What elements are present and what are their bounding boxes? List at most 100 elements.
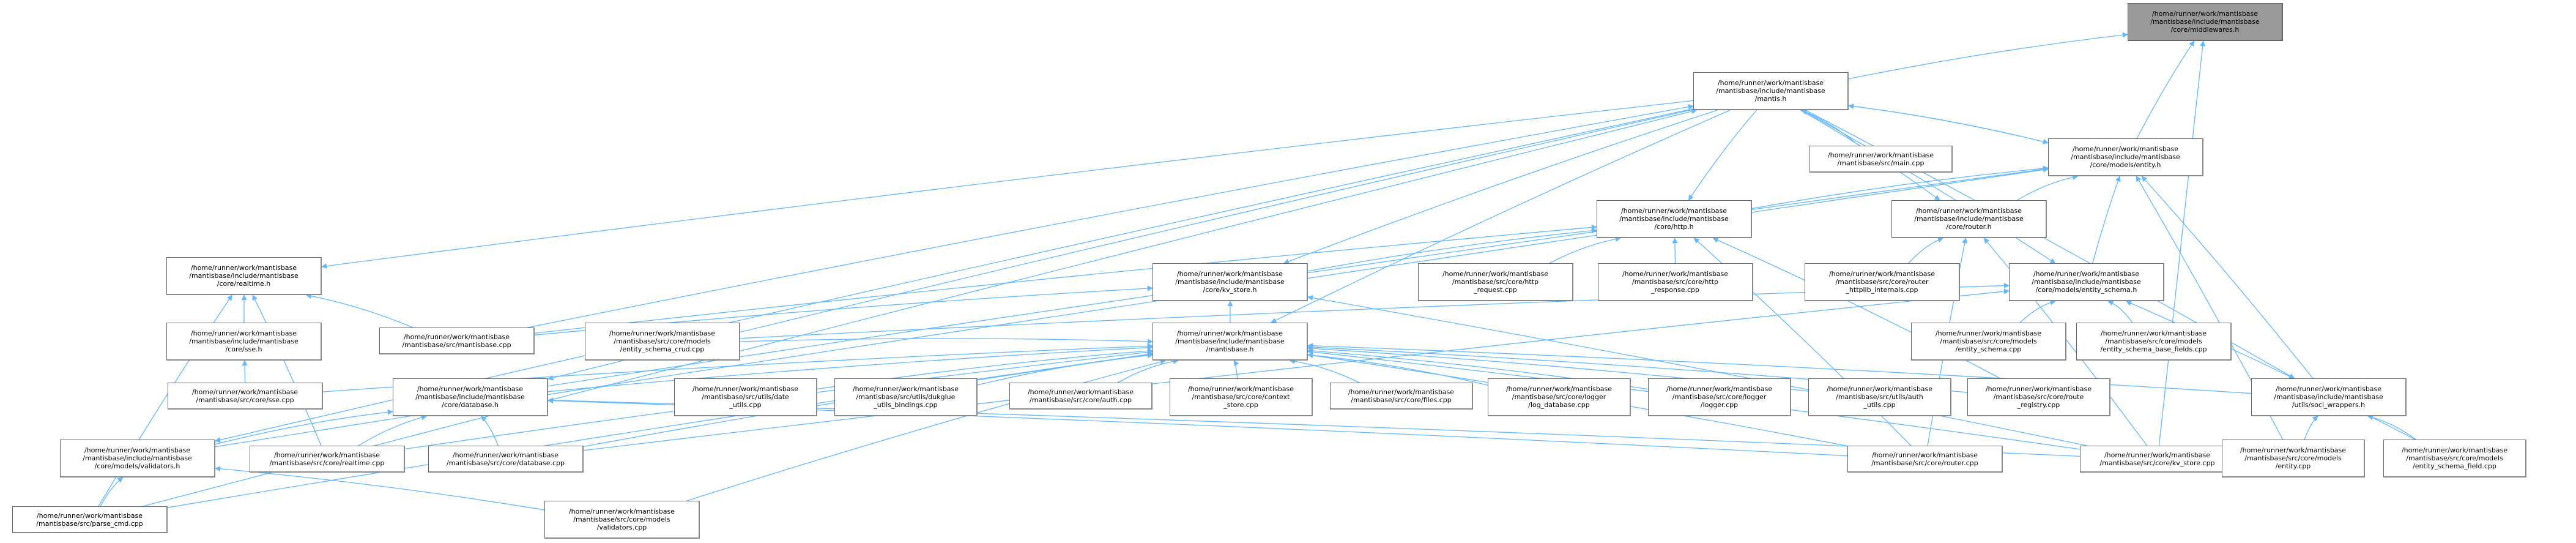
- node-label: /home/runner/work/mantisbase /mantisbase…: [2099, 451, 2215, 467]
- graph-node-router-h[interactable]: /home/runner/work/mantisbase /mantisbase…: [1891, 200, 2047, 238]
- graph-node-kv-store-h[interactable]: /home/runner/work/mantisbase /mantisbase…: [1153, 263, 1308, 301]
- node-label: /home/runner/work/mantisbase /mantisbase…: [2240, 446, 2347, 470]
- edge-kv-store-cpp-to-middlewares-h: [2158, 40, 2206, 446]
- edge-parse-cmd-cpp-to-mantis-h: [143, 108, 1698, 507]
- edge-mantis-h-to-entity-schema-h: [1802, 110, 2056, 264]
- edge-files-cpp-to-mantisbase-h: [1289, 358, 1360, 383]
- edge-parse-cmd-cpp-to-validators-h: [100, 477, 124, 507]
- edge-mantisbase-cpp-to-realtime-h: [305, 293, 414, 328]
- graph-node-context-store-cpp[interactable]: /home/runner/work/mantisbase /mantisbase…: [1170, 378, 1313, 416]
- graph-node-sse-cpp[interactable]: /home/runner/work/mantisbase /mantisbase…: [168, 383, 323, 410]
- edge-router-httplib-cpp-to-router-h: [1908, 237, 1944, 264]
- graph-node-database-h[interactable]: /home/runner/work/mantisbase /mantisbase…: [393, 378, 548, 416]
- edge-entity-h-to-mantis-h: [1848, 103, 2049, 143]
- graph-node-realtime-cpp[interactable]: /home/runner/work/mantisbase /mantisbase…: [250, 446, 405, 473]
- node-label: /home/runner/work/mantisbase /mantisbase…: [1622, 270, 1729, 294]
- node-label: /home/runner/work/mantisbase /mantisbase…: [1442, 270, 1549, 294]
- node-label: /home/runner/work/mantisbase /mantisbase…: [1175, 329, 1285, 353]
- graph-node-entity-schema-field-cpp[interactable]: /home/runner/work/mantisbase /mantisbase…: [2383, 440, 2526, 477]
- edge-log-database-cpp-to-mantisbase-h: [1307, 352, 1488, 386]
- edge-entity-schema-cpp-to-entity-schema-h: [2019, 299, 2056, 323]
- graph-node-http-h[interactable]: /home/runner/work/mantisbase /mantisbase…: [1597, 200, 1752, 238]
- node-label: /home/runner/work/mantisbase /mantisbase…: [1871, 451, 1978, 467]
- graph-node-http-response-cpp[interactable]: /home/runner/work/mantisbase /mantisbase…: [1598, 263, 1753, 301]
- edge-entity-schema-field-cpp-to-soci-wrappers-h: [2367, 414, 2416, 440]
- node-label: /home/runner/work/mantisbase /mantisbase…: [1826, 385, 1933, 409]
- graph-node-router-cpp[interactable]: /home/runner/work/mantisbase /mantisbase…: [1847, 446, 2003, 473]
- graph-node-log-database-cpp[interactable]: /home/runner/work/mantisbase /mantisbase…: [1488, 378, 1631, 416]
- graph-node-validators-h[interactable]: /home/runner/work/mantisbase /mantisbase…: [60, 440, 215, 477]
- node-label: /home/runner/work/mantisbase /mantisbase…: [692, 385, 799, 409]
- edge-database-cpp-to-entity-schema-h: [583, 288, 2010, 451]
- node-label: /home/runner/work/mantisbase /mantisbase…: [1187, 385, 1294, 409]
- graph-node-mantisbase-h[interactable]: /home/runner/work/mantisbase /mantisbase…: [1153, 323, 1308, 361]
- graph-node-entity-schema-base-fields-cpp[interactable]: /home/runner/work/mantisbase /mantisbase…: [2076, 323, 2232, 361]
- node-label: /home/runner/work/mantisbase /mantisbase…: [189, 264, 299, 288]
- edge-context-store-cpp-to-mantisbase-h: [1233, 360, 1239, 379]
- node-label: /home/runner/work/mantisbase /mantisbase…: [1027, 388, 1134, 404]
- graph-node-files-cpp[interactable]: /home/runner/work/mantisbase /mantisbase…: [1330, 383, 1473, 410]
- graph-node-http-request-cpp[interactable]: /home/runner/work/mantisbase /mantisbase…: [1418, 263, 1573, 301]
- edge-realtime-cpp-to-database-h: [358, 414, 428, 446]
- edge-mantisbase-cpp-to-mantis-h: [527, 104, 1694, 328]
- graph-node-main-cpp[interactable]: /home/runner/work/mantisbase /mantisbase…: [1810, 146, 1953, 173]
- graph-node-entity-schema-crud-cpp[interactable]: /home/runner/work/mantisbase /mantisbase…: [585, 323, 740, 361]
- edge-kv-store-cpp-to-kv-store-h: [1307, 295, 2087, 446]
- graph-node-kv-store-cpp[interactable]: /home/runner/work/mantisbase /mantisbase…: [2080, 446, 2235, 473]
- graph-node-parse-cmd-cpp[interactable]: /home/runner/work/mantisbase /mantisbase…: [12, 506, 168, 533]
- graph-node-entity-schema-cpp[interactable]: /home/runner/work/mantisbase /mantisbase…: [1911, 323, 2066, 361]
- edge-validators-cpp-to-mantisbase-h: [686, 359, 1166, 501]
- node-label: /home/runner/work/mantisbase /mantisbase…: [191, 388, 299, 404]
- edge-entity-schema-crud-cpp-to-mantisbase-h: [740, 338, 1153, 345]
- edge-dukglue-cpp-to-mantisbase-h: [977, 353, 1153, 386]
- node-label: /home/runner/work/mantisbase /mantisbase…: [83, 446, 192, 470]
- graph-node-route-registry-cpp[interactable]: /home/runner/work/mantisbase /mantisbase…: [1967, 378, 2110, 416]
- graph-node-dukglue-cpp[interactable]: /home/runner/work/mantisbase /mantisbase…: [834, 378, 978, 416]
- node-label: /home/runner/work/mantisbase /mantisbase…: [568, 507, 675, 531]
- graph-node-mantis-h[interactable]: /home/runner/work/mantisbase /mantisbase…: [1693, 72, 1849, 110]
- edge-mantisbase-cpp-to-http-h: [534, 224, 1597, 334]
- node-label: /home/runner/work/mantisbase /mantisbase…: [36, 511, 143, 528]
- node-label: /home/runner/work/mantisbase /mantisbase…: [447, 451, 565, 467]
- edge-http-response-cpp-to-http-h: [1672, 238, 1678, 264]
- node-label: /home/runner/work/mantisbase /mantisbase…: [1935, 329, 2042, 353]
- edge-kv-store-h-to-http-h: [1307, 228, 1597, 272]
- node-label: /home/runner/work/mantisbase /mantisbase…: [2150, 10, 2260, 34]
- graph-node-sse-h[interactable]: /home/runner/work/mantisbase /mantisbase…: [166, 323, 322, 361]
- node-label: /home/runner/work/mantisbase /mantisbase…: [2274, 385, 2383, 409]
- graph-node-date-utils-cpp[interactable]: /home/runner/work/mantisbase /mantisbase…: [674, 378, 817, 416]
- edge-mantis-h-to-entity-h: [1848, 105, 2049, 144]
- graph-node-middlewares-h[interactable]: /home/runner/work/mantisbase /mantisbase…: [2128, 3, 2283, 41]
- graph-node-router-httplib-cpp[interactable]: /home/runner/work/mantisbase /mantisbase…: [1805, 263, 1960, 301]
- edge-entity-schema-h-to-entity-h: [2092, 176, 2121, 264]
- graph-node-entity-cpp[interactable]: /home/runner/work/mantisbase /mantisbase…: [2222, 440, 2365, 477]
- edge-database-cpp-to-database-h: [481, 416, 499, 446]
- node-label: /home/runner/work/mantisbase /mantisbase…: [1985, 385, 2092, 409]
- graph-node-logger-cpp[interactable]: /home/runner/work/mantisbase /mantisbase…: [1648, 378, 1791, 416]
- graph-node-entity-h[interactable]: /home/runner/work/mantisbase /mantisbase…: [2048, 138, 2203, 176]
- graph-node-auth-utils-cpp[interactable]: /home/runner/work/mantisbase /mantisbase…: [1808, 378, 1951, 416]
- edge-parse-cmd-cpp-to-mantisbase-h: [167, 351, 1153, 508]
- edge-auth-cpp-to-mantisbase-h: [1117, 358, 1179, 383]
- graph-node-database-cpp[interactable]: /home/runner/work/mantisbase /mantisbase…: [428, 446, 584, 473]
- edge-realtime-cpp-to-realtime-h: [252, 294, 322, 446]
- node-label: /home/runner/work/mantisbase /mantisbase…: [1619, 207, 1729, 231]
- node-label: /home/runner/work/mantisbase /mantisbase…: [2032, 270, 2141, 294]
- edge-mantis-h-to-mantisbase-h: [1271, 110, 1731, 323]
- node-label: /home/runner/work/mantisbase /mantisbase…: [1914, 207, 2024, 231]
- node-label: /home/runner/work/mantisbase /mantisbase…: [2071, 145, 2180, 169]
- edge-soci-wrappers-h-to-entity-h: [2141, 176, 2314, 379]
- node-label: /home/runner/work/mantisbase /mantisbase…: [1828, 270, 1936, 294]
- node-label: /home/runner/work/mantisbase /mantisbase…: [609, 329, 716, 353]
- node-label: /home/runner/work/mantisbase /mantisbase…: [852, 385, 959, 409]
- edge-entity-cpp-to-soci-wrappers-h: [2304, 416, 2318, 440]
- graph-node-auth-cpp[interactable]: /home/runner/work/mantisbase /mantisbase…: [1009, 383, 1153, 410]
- graph-node-soci-wrappers-h[interactable]: /home/runner/work/mantisbase /mantisbase…: [2251, 378, 2407, 416]
- graph-node-validators-cpp[interactable]: /home/runner/work/mantisbase /mantisbase…: [544, 501, 700, 539]
- edge-entity-schema-base-fields-cpp-to-entity-schema-h: [2107, 300, 2133, 323]
- graph-node-realtime-h[interactable]: /home/runner/work/mantisbase /mantisbase…: [166, 257, 322, 295]
- edge-mantis-h-to-http-h: [1688, 110, 1758, 201]
- graph-node-mantisbase-cpp[interactable]: /home/runner/work/mantisbase /mantisbase…: [379, 328, 535, 354]
- edge-entity-schema-field-cpp-to-entity-schema-h: [2125, 301, 2416, 440]
- graph-node-entity-schema-h[interactable]: /home/runner/work/mantisbase /mantisbase…: [2009, 263, 2164, 301]
